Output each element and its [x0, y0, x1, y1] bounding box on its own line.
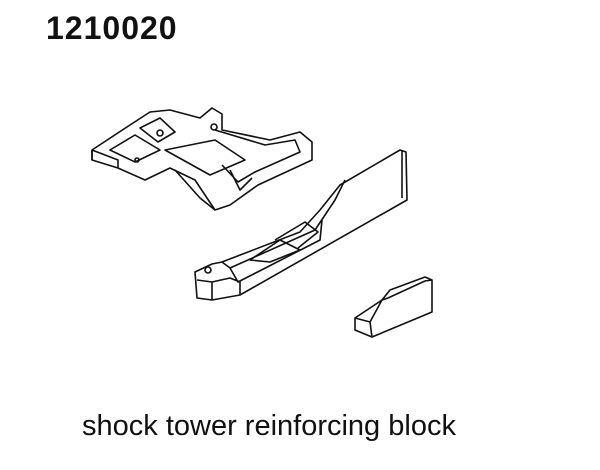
part-caption: shock tower reinforcing block	[82, 410, 456, 442]
reinforcing-bar-part	[194, 149, 408, 301]
part-number: 1210020	[46, 10, 178, 46]
shock-tower-part	[91, 107, 313, 211]
reinforcing-block-part	[354, 276, 433, 338]
